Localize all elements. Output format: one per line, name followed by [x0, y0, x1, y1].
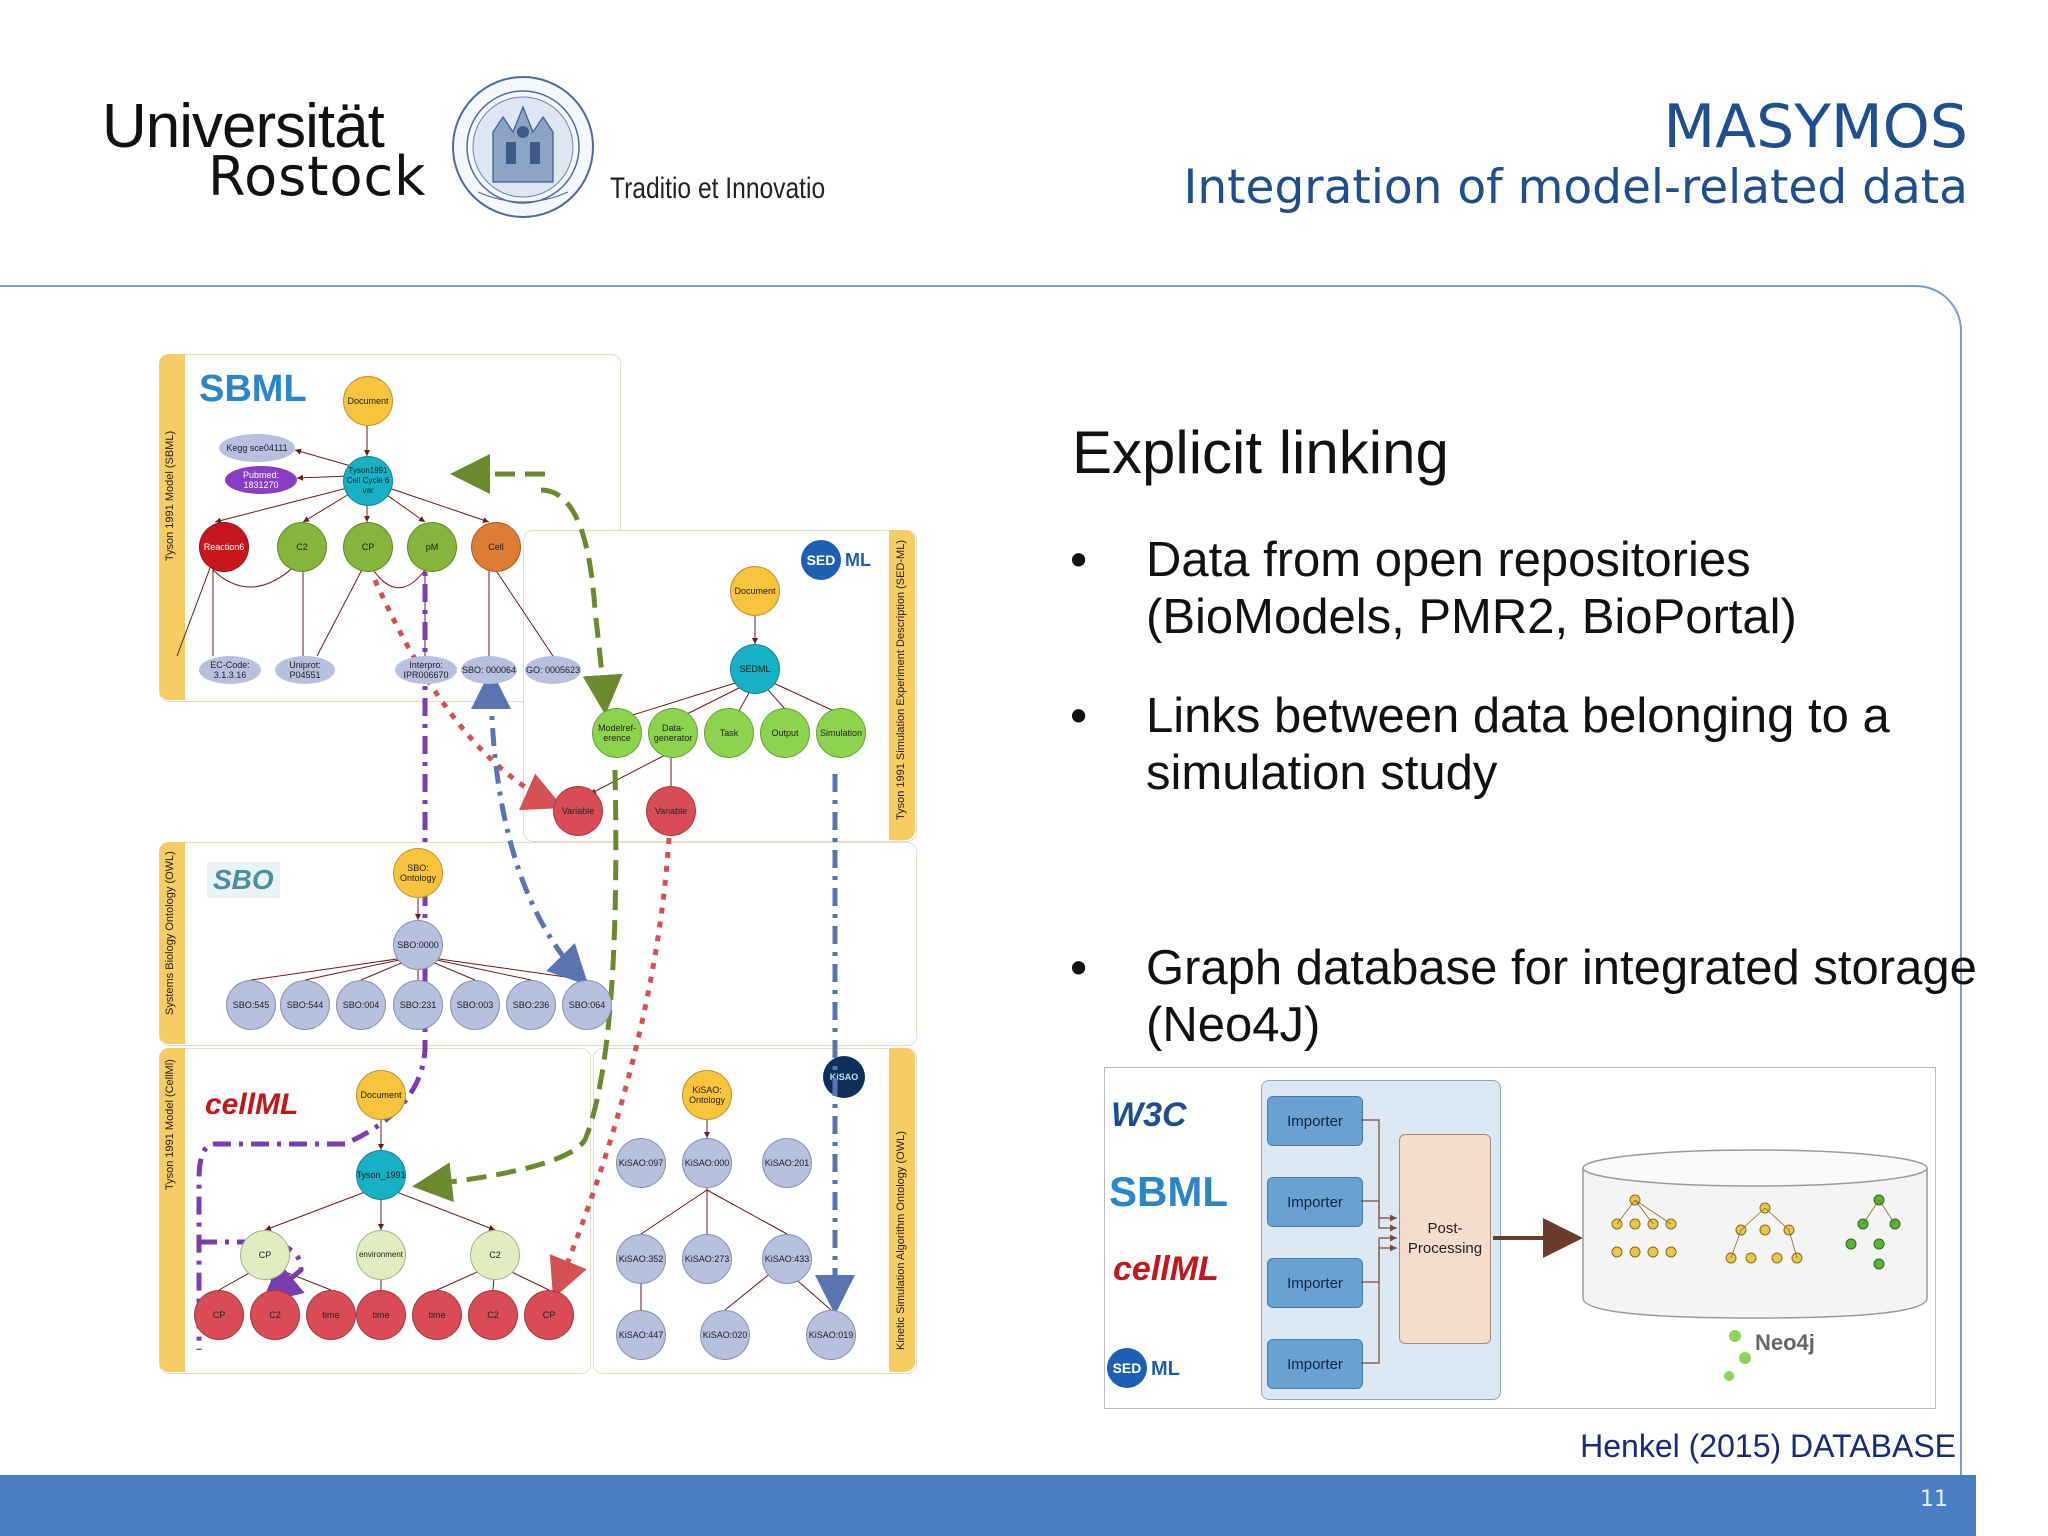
sbml-cp-node: CP	[343, 522, 393, 572]
kisao-node: KiSAO:000	[682, 1138, 732, 1188]
sbo-leaf-node: SBO:545	[226, 980, 276, 1030]
integration-diagram: Tyson 1991 Model (SBML) Tyson 1991 Simul…	[155, 350, 917, 1390]
sedml-logo-small-circle: SED	[1107, 1348, 1147, 1388]
kisao-node: KiSAO:019	[806, 1310, 856, 1360]
bullet-marker: •	[1070, 941, 1088, 995]
sbo-leaf-node: SBO:064	[562, 980, 612, 1030]
sbml-interpro-node: Interpro: IPR006670	[395, 656, 457, 684]
kisao-node: KiSAO:447	[616, 1310, 666, 1360]
footer-bar	[0, 1475, 1976, 1536]
kisao-node: KiSAO:352	[616, 1234, 666, 1284]
bullet-text: Links between data belonging to a simula…	[1146, 689, 1890, 800]
cellml-leaf-node: CP	[194, 1290, 244, 1340]
sbo-leaf-node: SBO:004	[336, 980, 386, 1030]
cellml-document-node: Document	[356, 1070, 406, 1120]
sedml-simulation-node: Simulation	[816, 708, 866, 758]
university-name: Universität	[102, 92, 385, 161]
sbo-leaf-node: SBO:236	[506, 980, 556, 1030]
cellml-tyson-node: Tyson_1991	[356, 1150, 406, 1200]
cellml-panel-stripe	[159, 1048, 185, 1372]
sbml-pm-node: pM	[407, 522, 457, 572]
cellml-leaf-node: time	[306, 1290, 356, 1340]
sedml-logo-text: SED	[806, 552, 836, 568]
citation: Henkel (2015) DATABASE	[1580, 1428, 1956, 1464]
sbml-logo: SBML	[199, 368, 307, 410]
sedml-logo-small-text: SED	[1112, 1360, 1142, 1376]
kisao-logo: KiSAO	[823, 1056, 865, 1098]
bullet-marker: •	[1070, 533, 1088, 587]
sbo-logo: SBO	[207, 862, 280, 898]
cellml-leaf-node: C2	[250, 1290, 300, 1340]
sbml-pubmed-node: Pubmed: 1831270	[225, 466, 297, 494]
sbml-reaction-node: Reaction6	[199, 522, 249, 572]
sbo-leaf-node: SBO:231	[393, 980, 443, 1030]
importer-box: Importer	[1267, 1339, 1363, 1389]
section-heading: Explicit linking	[1072, 419, 1449, 486]
sbo-ontology-node: SBO: Ontology	[393, 848, 443, 898]
cellml-logo: cellML	[205, 1088, 299, 1121]
bullet-text: Graph database for integrated storage (N…	[1146, 941, 1977, 1052]
sbml-document-node: Document	[343, 376, 393, 426]
cellml-leaf-node: time	[356, 1290, 406, 1340]
kisao-node: KiSAO:433	[762, 1234, 812, 1284]
sedml-variable-node-2: Variable	[646, 786, 696, 836]
sedml-modelref-node: Modelref-erence	[592, 708, 642, 758]
slide-subtitle: Integration of model-related data	[1183, 160, 1968, 215]
slide-title: MASYMOS	[1663, 92, 1968, 162]
sedml-logo-ml: ML	[845, 550, 871, 570]
importer-box: Importer	[1267, 1258, 1363, 1308]
sbml-uniprot-node: Uniprot: P04551	[275, 656, 335, 684]
sbo-root-node: SBO:0000	[393, 920, 443, 970]
cellml-environment-node: environment	[356, 1230, 406, 1280]
sedml-datagenerator-node: Data-generator	[648, 708, 698, 758]
kisao-node: KiSAO:020	[700, 1310, 750, 1360]
sedml-logo-small-ml: ML	[1151, 1358, 1180, 1380]
content-frame	[0, 285, 1962, 1485]
kisao-logo-text: KiSAO	[829, 1072, 859, 1082]
kisao-node: KiSAO:097	[616, 1138, 666, 1188]
sbo-leaf-node: SBO:003	[450, 980, 500, 1030]
sedml-logo-circle: SED	[801, 540, 841, 580]
cellml-cp-node: CP	[240, 1230, 290, 1280]
importer-box: Importer	[1267, 1096, 1363, 1146]
sbo-leaf-node: SBO:544	[280, 980, 330, 1030]
sbml-ec-node: EC-Code: 3.1.3.16	[199, 656, 261, 684]
university-seal-icon	[452, 76, 594, 218]
cellml-leaf-node: C2	[468, 1290, 518, 1340]
sbml-panel-stripe	[159, 354, 185, 700]
bullet-marker: •	[1070, 689, 1088, 743]
kisao-panel-stripe	[889, 1048, 915, 1372]
bullet-text: Data from open repositories (BioModels, …	[1146, 533, 1797, 644]
sbml-logo-small: SBML	[1109, 1168, 1228, 1215]
kisao-node: KiSAO:273	[682, 1234, 732, 1284]
cellml-leaf-node: time	[412, 1290, 462, 1340]
page-number: 11	[1920, 1487, 1948, 1512]
architecture-diagram: W3C SBML cellML SED ML Importer Importer…	[1104, 1067, 1936, 1409]
sedml-task-node: Task	[704, 708, 754, 758]
w3c-logo: W3C	[1111, 1096, 1187, 1134]
university-motto: Traditio et Innovatio	[610, 172, 826, 205]
sedml-panel-stripe	[889, 530, 915, 840]
sbml-kegg-node: Kegg sce04111	[219, 434, 295, 462]
sedml-root-node: SEDML	[730, 644, 780, 694]
sbml-c2-node: C2	[277, 522, 327, 572]
cellml-c2-node: C2	[470, 1230, 520, 1280]
sedml-output-node: Output	[760, 708, 810, 758]
kisao-ontology-node: KiSAO: Ontology	[682, 1070, 732, 1120]
sedml-document-node: Document	[730, 566, 780, 616]
university-city: Rostock	[208, 145, 427, 208]
architecture-edges	[1361, 1119, 1928, 1381]
sbml-sbo-node: SBO: 000064	[461, 656, 517, 684]
sbml-go-node: GO: 0005623	[525, 656, 581, 684]
kisao-node: KiSAO:201	[762, 1138, 812, 1188]
sedml-variable-node-1: Variable	[553, 786, 603, 836]
cellml-logo-small: cellML	[1113, 1250, 1219, 1288]
neo4j-logo: Neo4j	[1755, 1330, 1815, 1355]
importer-box: Importer	[1267, 1177, 1363, 1227]
sbo-panel-stripe	[159, 842, 185, 1044]
sbml-tyson-node: Tyson1991 Cell Cycle 6 var	[343, 456, 393, 506]
post-processing-box: Post-Processing	[1399, 1134, 1491, 1344]
sbml-cell-node: Cell	[471, 522, 521, 572]
cellml-leaf-node: CP	[524, 1290, 574, 1340]
